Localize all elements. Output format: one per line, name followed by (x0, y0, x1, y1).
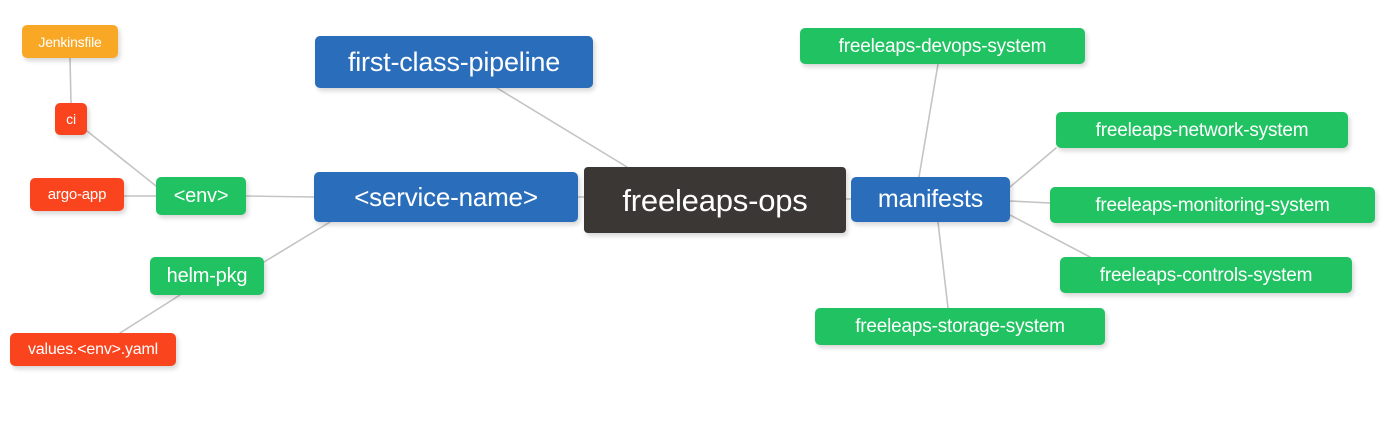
edge-helm-pkg-to-service-name (263, 221, 331, 263)
node-ci[interactable]: ci (55, 103, 87, 135)
node-first-class-pipeline[interactable]: first-class-pipeline (315, 36, 593, 88)
node-network-system[interactable]: freeleaps-network-system (1056, 112, 1348, 148)
node-freeleaps-ops[interactable]: freeleaps-ops (584, 167, 846, 233)
edge-manifests-to-monitoring-system (1009, 200, 1051, 204)
node-service-name[interactable]: <service-name> (314, 172, 578, 222)
edge-env-to-service-name (245, 195, 315, 198)
node-argo-app[interactable]: argo-app (30, 178, 124, 211)
edge-jenkinsfile-to-ci (69, 57, 72, 104)
node-jenkinsfile[interactable]: Jenkinsfile (22, 25, 118, 58)
node-helm-pkg[interactable]: helm-pkg (150, 257, 264, 295)
node-storage-system[interactable]: freeleaps-storage-system (815, 308, 1105, 345)
node-controls-system[interactable]: freeleaps-controls-system (1060, 257, 1352, 293)
node-env[interactable]: <env> (156, 177, 246, 215)
node-devops-system[interactable]: freeleaps-devops-system (800, 28, 1085, 64)
edge-manifests-to-devops-system (918, 63, 939, 178)
edge-values-env-yaml-to-helm-pkg (119, 294, 181, 334)
node-monitoring-system[interactable]: freeleaps-monitoring-system (1050, 187, 1375, 223)
node-values-env-yaml[interactable]: values.<env>.yaml (10, 333, 176, 366)
edge-first-class-pipeline-to-freeleaps-ops (496, 87, 628, 168)
edge-manifests-to-network-system (1009, 147, 1057, 188)
node-manifests[interactable]: manifests (851, 177, 1010, 222)
edge-manifests-to-storage-system (937, 221, 949, 309)
